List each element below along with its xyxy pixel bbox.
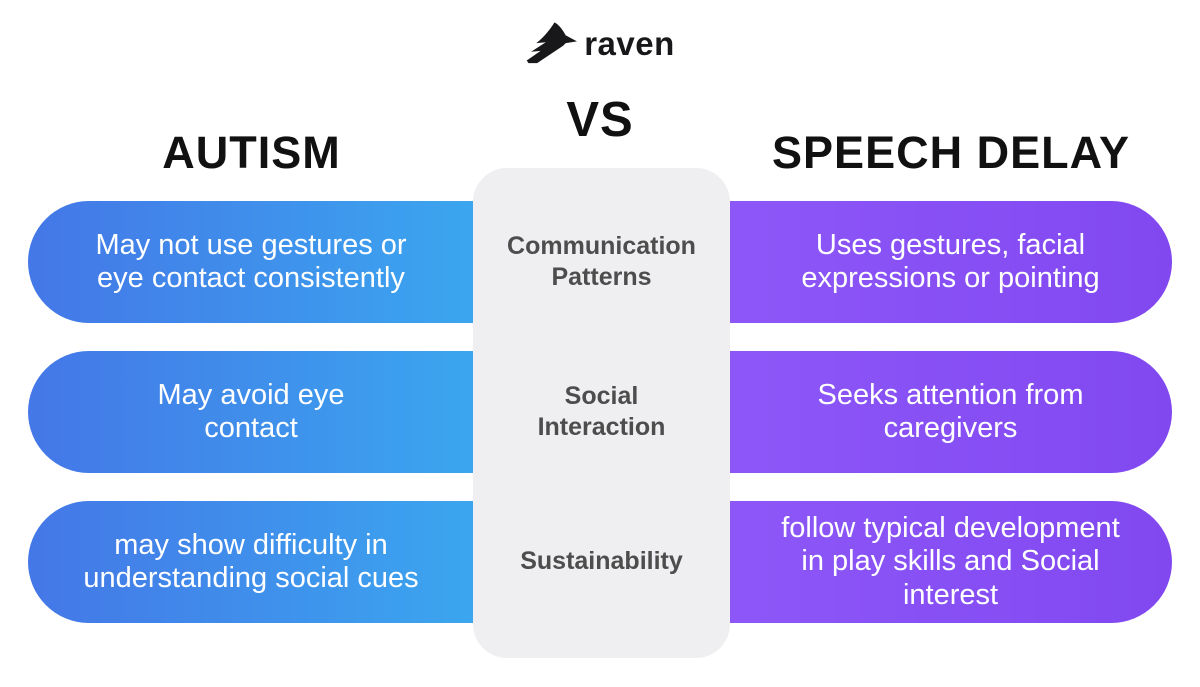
category-panel: Communication Patterns Social Interactio… xyxy=(473,168,730,658)
speech-delay-pill-sustainability: follow typical development in play skill… xyxy=(729,501,1172,623)
category-label-social-interaction: Social Interaction xyxy=(537,381,666,441)
speech-delay-heading: SPEECH DELAY xyxy=(772,127,1130,178)
raven-logo-text: raven xyxy=(584,25,675,62)
raven-logo: raven xyxy=(0,22,1200,66)
autism-pill-communication: May not use gestures or eye contact cons… xyxy=(28,201,474,323)
raven-bird-icon xyxy=(525,22,578,66)
speech-delay-pill-communication: Uses gestures, facial expressions or poi… xyxy=(729,201,1172,323)
autism-heading: AUTISM xyxy=(162,127,341,178)
autism-pill-social: May avoid eye contact xyxy=(28,351,474,473)
speech-delay-pill-social: Seeks attention from caregivers xyxy=(729,351,1172,473)
category-label-sustainability: Sustainability xyxy=(520,547,683,576)
autism-pill-sustainability: may show difficulty in understanding soc… xyxy=(28,501,474,623)
vs-label: VS xyxy=(566,93,634,147)
category-label-communication-patterns: Communication Patterns xyxy=(507,231,696,291)
